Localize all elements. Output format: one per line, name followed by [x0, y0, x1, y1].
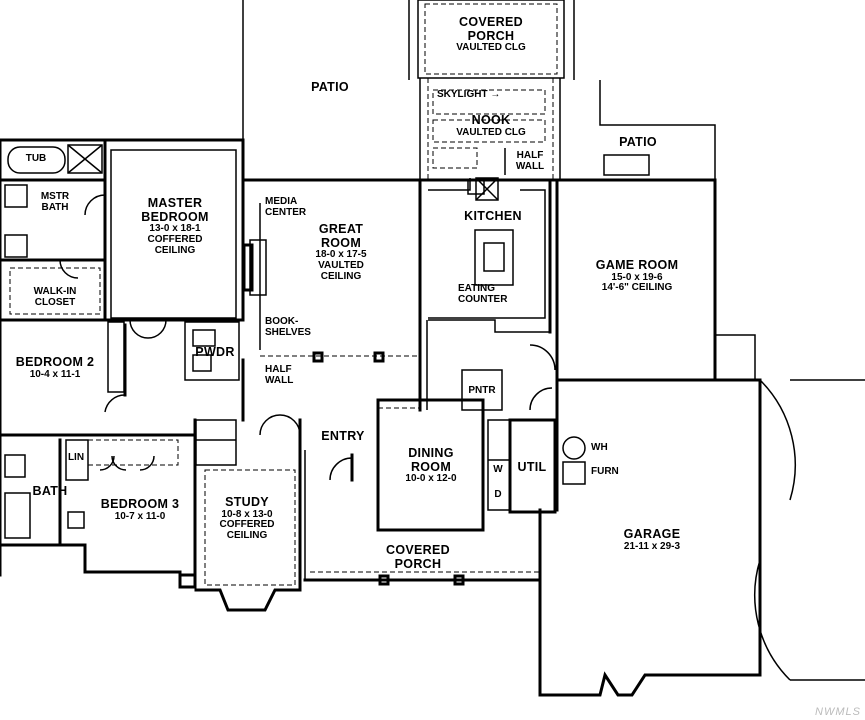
- watermark: NWMLS: [815, 706, 861, 718]
- study-label: STUDY 10-8 x 13-0 COFFERED CEILING: [219, 495, 275, 542]
- kitchen-walls: [418, 177, 562, 334]
- game-room-label: GAME ROOM 15-0 x 19-6 14'-6" CEILING: [595, 258, 679, 294]
- bedroom3-label: BEDROOM 3 10-7 x 11-0: [100, 497, 180, 522]
- garage-walls: [538, 378, 865, 697]
- bath-label: BATH: [32, 484, 68, 498]
- west-wing-walls: [0, 318, 240, 589]
- patio-left-label: PATIO: [311, 80, 349, 94]
- covered-porch-front-label: COVERED PORCH: [386, 543, 450, 571]
- garage-label: GARAGE 21-11 x 29-3: [623, 527, 681, 552]
- entry-label: ENTRY: [321, 429, 365, 443]
- media-center-label: MEDIA CENTER: [265, 196, 307, 218]
- half-wall-kitchen-label: HALF WALL: [515, 150, 545, 172]
- dryer-label: D: [494, 489, 502, 500]
- entry-dining-walls: [304, 369, 557, 580]
- bookshelves-label: BOOK- SHELVES: [265, 316, 311, 338]
- master-bedroom-label: MASTER BEDROOM 13-0 x 18-1 COFFERED CEIL…: [141, 196, 209, 256]
- patio-right-outline: [599, 80, 716, 180]
- tub-label: TUB: [25, 153, 47, 164]
- pwdr-label: PWDR: [195, 345, 235, 359]
- dining-room-label: DINING ROOM 10-0 x 12-0: [405, 446, 457, 484]
- great-room-label: GREAT ROOM 18-0 x 17-5 VAULTED CEILING: [315, 222, 367, 282]
- half-wall-great-label: HALF WALL: [265, 364, 294, 386]
- util-label: UTIL: [517, 460, 547, 474]
- water-heater-label: WH: [591, 442, 608, 453]
- skylight-label: SKYLIGHT →: [437, 89, 501, 100]
- linen-label: LIN: [67, 452, 85, 463]
- front-porch-outline: [303, 571, 542, 586]
- walk-in-closet-label: WALK-IN CLOSET: [33, 286, 77, 308]
- mstr-bath-label: MSTR BATH: [40, 191, 70, 213]
- bedroom2-label: BEDROOM 2 10-4 x 11-1: [15, 355, 95, 380]
- nook-label: NOOK VAULTED CLG: [456, 113, 526, 138]
- covered-porch-top-outline: [408, 0, 575, 80]
- furnace-label: FURN: [591, 466, 619, 477]
- kitchen-label: KITCHEN: [464, 209, 522, 223]
- nook-outline: [419, 78, 561, 180]
- eating-counter-label: EATING COUNTER: [458, 283, 508, 305]
- pntr-label: PNTR: [468, 385, 496, 396]
- study-walls: [194, 414, 302, 612]
- patio-right-label: PATIO: [619, 135, 657, 149]
- washer-label: W: [493, 464, 503, 475]
- covered-porch-top-label: COVERED PORCH VAULTED CLG: [456, 15, 526, 53]
